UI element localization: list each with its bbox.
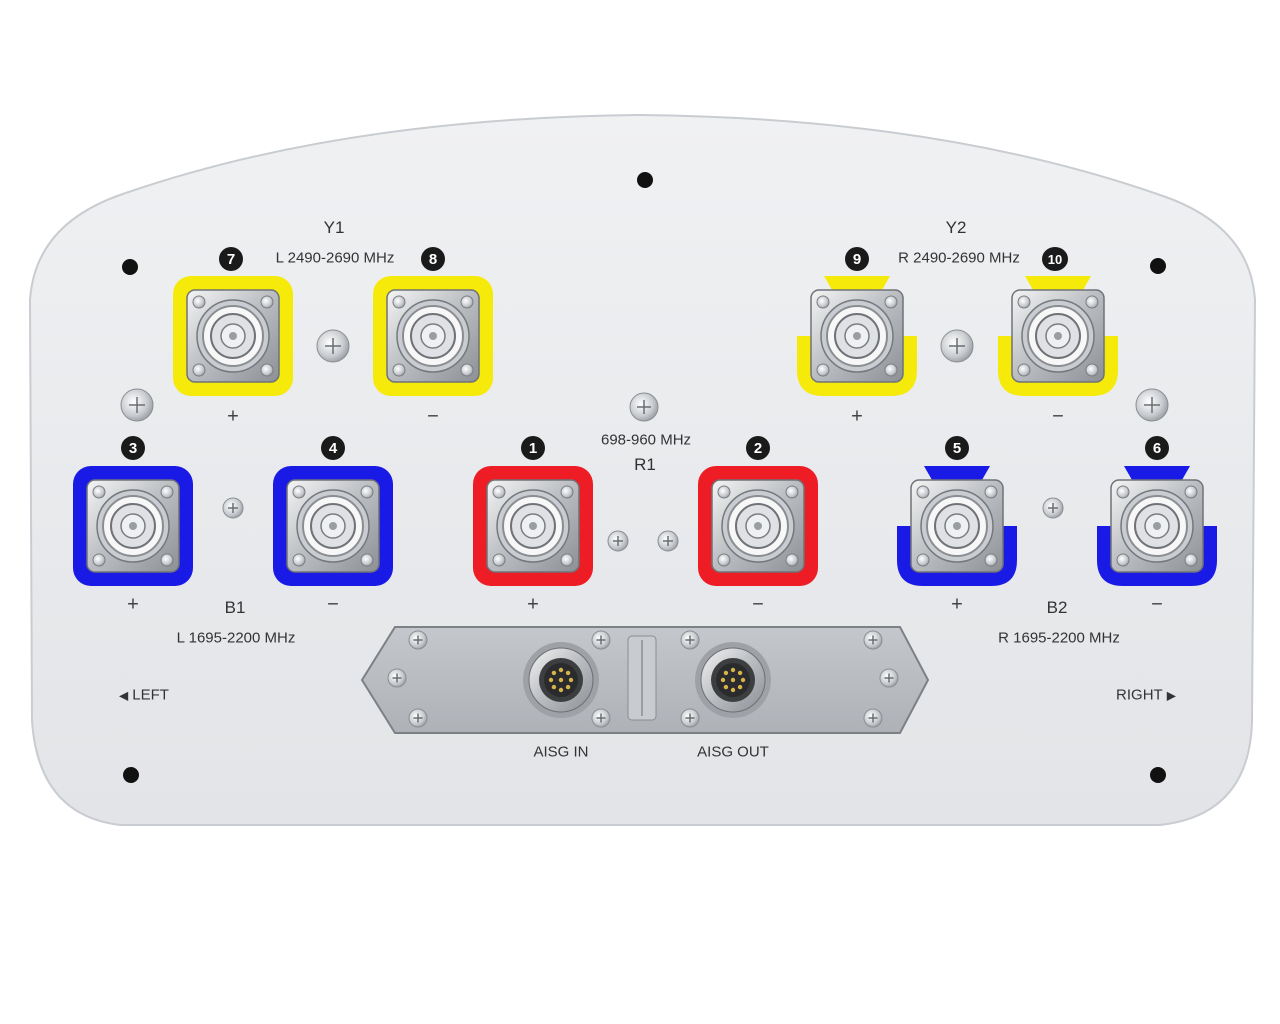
port-7-number: 7 — [219, 247, 243, 271]
mounting-hole — [637, 172, 653, 188]
port-10-polarity: − — [1052, 405, 1064, 428]
screw-icon — [408, 630, 428, 650]
screw-icon — [657, 530, 679, 552]
port-1-connector[interactable] — [473, 466, 593, 586]
mounting-hole — [1150, 767, 1166, 783]
port-3-polarity: + — [127, 593, 139, 616]
port-7-polarity: + — [227, 405, 239, 428]
group-y1-freq: L 2490-2690 MHz — [275, 249, 395, 267]
aisg-bracket — [360, 626, 930, 734]
aisg-out-connector[interactable] — [695, 642, 771, 718]
mounting-hole — [123, 767, 139, 783]
port-3-connector[interactable] — [73, 466, 193, 586]
direction-left-label: LEFT — [132, 686, 169, 704]
port-6-connector[interactable] — [1097, 466, 1217, 586]
group-b2-name: B2 — [1046, 598, 1068, 617]
group-b1-name: B1 — [224, 598, 246, 617]
port-8-number: 8 — [421, 247, 445, 271]
port-5-number: 5 — [945, 436, 969, 460]
port-2-connector[interactable] — [698, 466, 818, 586]
group-r1-name: R1 — [634, 455, 656, 474]
port-4-connector[interactable] — [273, 466, 393, 586]
group-y2-name: Y2 — [945, 218, 967, 237]
screw-icon — [316, 329, 350, 363]
port-5-connector[interactable] — [897, 466, 1017, 586]
aisg-in-label: AISG IN — [533, 743, 589, 761]
group-b2-freq: R 1695-2200 MHz — [998, 629, 1120, 647]
screw-icon — [863, 630, 883, 650]
screw-icon — [940, 329, 974, 363]
screw-icon — [591, 630, 611, 650]
direction-right: RIGHT ▶ — [1116, 687, 1176, 704]
direction-right-label: RIGHT — [1116, 686, 1163, 704]
port-3-number: 3 — [121, 436, 145, 460]
screw-icon — [879, 668, 899, 688]
group-r1-freq: 698-960 MHz — [600, 431, 692, 449]
port-6-polarity: − — [1151, 593, 1163, 616]
screw-icon — [387, 668, 407, 688]
screw-icon — [680, 630, 700, 650]
port-1-polarity: + — [527, 593, 539, 616]
port-5-polarity: + — [951, 593, 963, 616]
port-10-connector[interactable] — [998, 276, 1118, 396]
screw-icon — [591, 708, 611, 728]
aisg-out-label: AISG OUT — [697, 743, 769, 761]
port-9-polarity: + — [851, 405, 863, 428]
port-2-polarity: − — [752, 593, 764, 616]
group-y2-freq: R 2490-2690 MHz — [898, 249, 1020, 267]
group-b1-freq: L 1695-2200 MHz — [176, 629, 296, 647]
screw-icon — [607, 530, 629, 552]
screw-icon — [1042, 497, 1064, 519]
port-8-polarity: − — [427, 405, 439, 428]
panel-plate — [28, 113, 1257, 826]
direction-left: ◀ LEFT — [119, 687, 169, 704]
aisg-in-connector[interactable] — [523, 642, 599, 718]
port-8-connector[interactable] — [373, 276, 493, 396]
left-arrow-icon: ◀ — [119, 688, 129, 702]
screw-icon — [120, 388, 154, 422]
screw-icon — [680, 708, 700, 728]
screw-icon — [408, 708, 428, 728]
port-4-number: 4 — [321, 436, 345, 460]
port-4-polarity: − — [327, 593, 339, 616]
port-7-connector[interactable] — [173, 276, 293, 396]
port-1-number: 1 — [521, 436, 545, 460]
mounting-hole — [122, 259, 138, 275]
right-arrow-icon: ▶ — [1166, 688, 1176, 702]
mounting-hole — [1150, 258, 1166, 274]
screw-icon — [863, 708, 883, 728]
group-y1-name: Y1 — [323, 218, 345, 237]
screw-icon — [1135, 388, 1169, 422]
port-6-number: 6 — [1145, 436, 1169, 460]
port-10-number: 10 — [1042, 247, 1068, 271]
port-2-number: 2 — [746, 436, 770, 460]
port-9-number: 9 — [845, 247, 869, 271]
screw-icon — [629, 392, 659, 422]
screw-icon — [222, 497, 244, 519]
port-9-connector[interactable] — [797, 276, 917, 396]
